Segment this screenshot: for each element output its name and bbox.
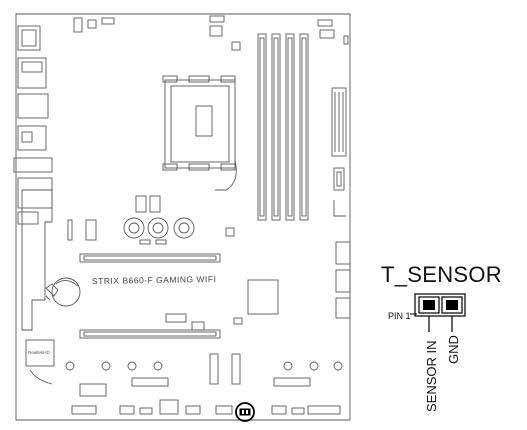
t-sensor-connector-detail xyxy=(410,293,466,332)
atx-power-connector xyxy=(331,87,347,157)
sata-bracket xyxy=(333,200,346,217)
header-top-5 xyxy=(209,25,223,37)
cpu-socket xyxy=(162,75,237,191)
io-shroud xyxy=(21,189,53,331)
usb3-header-inner xyxy=(336,171,342,187)
chipset-small xyxy=(233,317,243,325)
usb3-header xyxy=(333,167,345,191)
rog-logo xyxy=(45,283,59,301)
bottom-headers xyxy=(71,399,341,415)
pin-1-label: PIN 1 xyxy=(388,311,411,321)
sensor-in-label: SENSOR IN xyxy=(424,340,439,412)
audio-area xyxy=(25,339,55,385)
m2-slot-1 xyxy=(67,219,73,241)
m2-slot-bottom-mid xyxy=(131,377,169,387)
header-top-3 xyxy=(101,17,115,25)
header-mid-1 xyxy=(225,227,235,237)
header-top-2 xyxy=(87,19,97,29)
vrm-heatsink xyxy=(123,195,195,245)
m2-slot-bottom-left xyxy=(79,383,107,397)
m2-slot-bottom-right xyxy=(273,377,311,387)
t-sensor-title: T_SENSOR xyxy=(381,262,502,287)
sata-port-1 xyxy=(209,353,219,385)
header-top-9 xyxy=(343,35,349,45)
chipset xyxy=(247,279,279,315)
header-top-1 xyxy=(73,17,83,33)
cmos-battery xyxy=(51,277,81,307)
pcie-slot-2 xyxy=(79,329,221,339)
board-outline xyxy=(15,13,351,421)
gnd-label: GND xyxy=(446,335,461,364)
right-header-2 xyxy=(335,297,351,319)
header-top-4 xyxy=(209,15,225,23)
m2-screws xyxy=(65,361,343,371)
dimm-slots xyxy=(257,33,309,221)
header-top-8 xyxy=(319,29,335,39)
audio-chip-text: RealtekHD xyxy=(28,350,50,355)
pcie-slot-1 xyxy=(79,253,221,263)
bios-chip xyxy=(165,313,187,323)
sata-port-2 xyxy=(231,353,241,385)
t-sensor-header-highlight xyxy=(235,402,255,422)
cpu-fan-header xyxy=(317,19,333,27)
right-header-1 xyxy=(335,269,351,293)
m2-heatsink-1 xyxy=(85,219,97,241)
rear-io-ports xyxy=(13,25,53,225)
bios-chip-2 xyxy=(191,321,205,331)
header-mid-2 xyxy=(335,241,351,265)
header-top-6 xyxy=(231,41,241,51)
